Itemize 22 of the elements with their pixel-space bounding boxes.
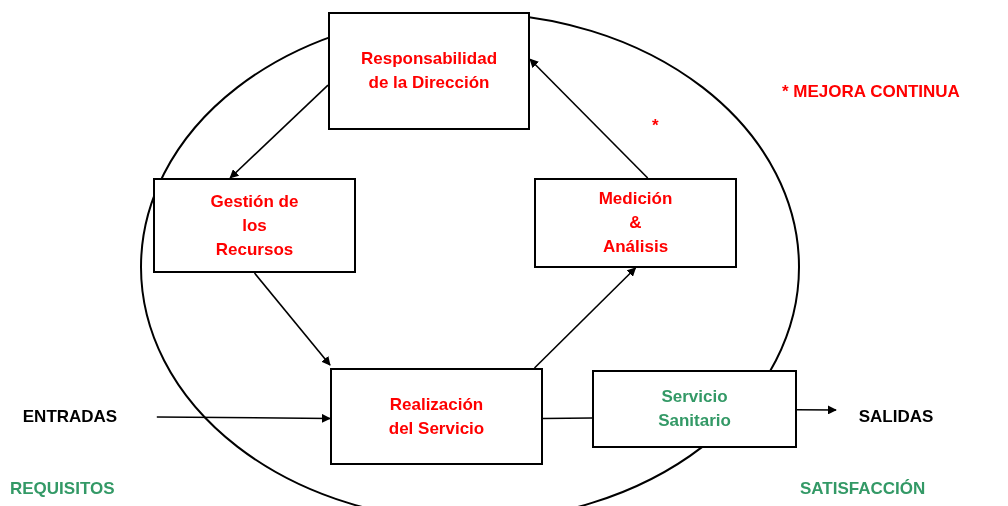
note-label: * MEJORA CONTINUA (782, 82, 960, 102)
process-box (534, 178, 737, 268)
arrow (796, 405, 837, 415)
box-label: Gestión de los Recursos (209, 190, 300, 261)
process-box (328, 12, 530, 130)
arrow (229, 84, 329, 179)
arrow (156, 413, 331, 423)
box-label: Medición & Análisis (597, 188, 674, 258)
flow-label: SALIDAS (858, 406, 934, 428)
box-label: Responsabilidad de la Dirección (360, 48, 498, 94)
asterisk-mark: * (652, 116, 659, 136)
box-label: Realización del Servicio (388, 393, 485, 440)
arrow (533, 267, 637, 369)
process-box (153, 178, 356, 273)
note-label: SATISFACCIÓN (800, 479, 926, 499)
flow-label: ENTRADAS (22, 406, 118, 428)
process-box (330, 368, 543, 465)
note-label: REQUISITOS (10, 479, 115, 499)
arrow (529, 58, 649, 179)
box-label: Servicio Sanitario (657, 386, 732, 432)
arrow (253, 272, 331, 366)
connector-line (542, 417, 593, 420)
